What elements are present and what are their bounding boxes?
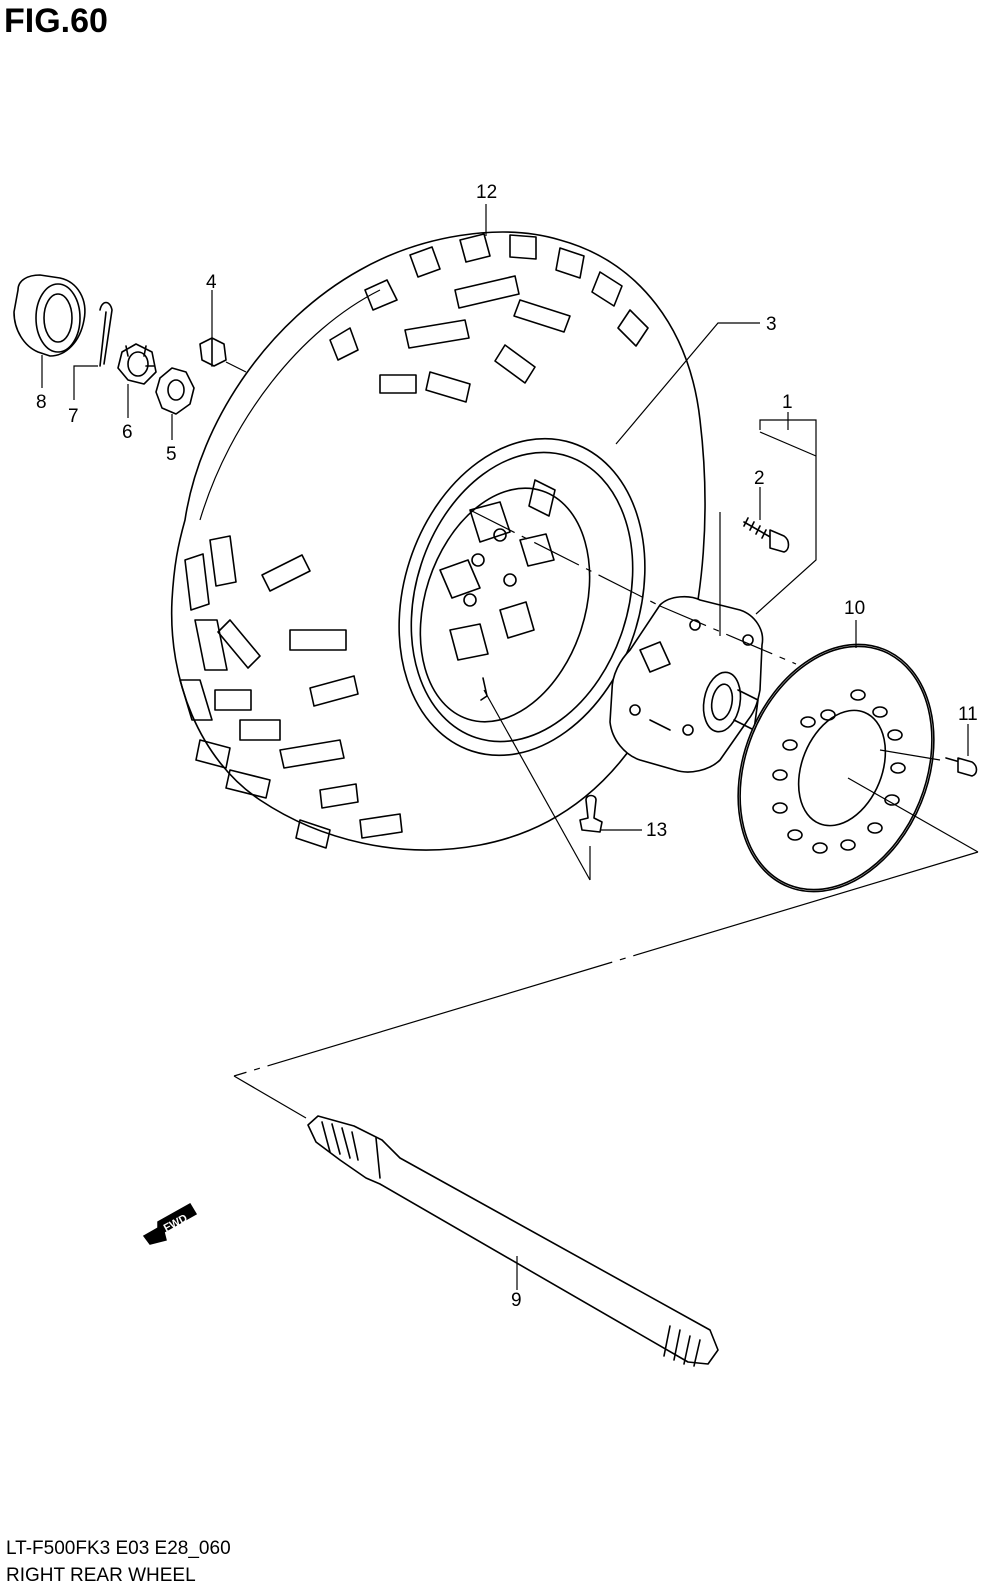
wheel-hub[interactable] [609, 595, 764, 773]
wheel-nut[interactable] [199, 337, 227, 367]
callout-11: 11 [958, 704, 978, 725]
callout-5: 5 [166, 444, 177, 465]
wheel-rim[interactable] [360, 406, 685, 787]
section-name: RIGHT REAR WHEEL [6, 1565, 196, 1586]
axle-shaft[interactable] [307, 1115, 719, 1367]
callout-9: 9 [511, 1290, 522, 1311]
fwd-label: FWD [162, 1212, 190, 1234]
hub-bolt[interactable] [743, 517, 790, 553]
model-code: LT-F500FK3 E03 E28_060 [6, 1538, 231, 1559]
callout-12: 12 [476, 182, 497, 203]
disc-bolt[interactable] [945, 757, 978, 777]
washer[interactable] [155, 367, 195, 415]
callout-8: 8 [36, 392, 47, 413]
forward-arrow-icon: FWD [142, 1202, 198, 1245]
cotter-pin[interactable] [99, 301, 113, 367]
callout-10: 10 [844, 598, 865, 619]
callout-4: 4 [206, 272, 217, 293]
figure-title: FIG.60 [4, 2, 108, 40]
dust-cap[interactable] [13, 274, 86, 357]
callout-7: 7 [68, 406, 79, 427]
callout-2: 2 [754, 468, 765, 489]
castle-nut[interactable] [117, 343, 157, 385]
tire-valve[interactable] [579, 794, 603, 833]
callout-6: 6 [122, 422, 133, 443]
brake-disc[interactable] [703, 615, 970, 921]
disc-holes [772, 689, 906, 854]
callout-3: 3 [766, 314, 777, 335]
callout-1: 1 [782, 392, 793, 413]
leader-lines [41, 204, 979, 1290]
callout-13: 13 [646, 820, 667, 841]
callout-labels: 12 3 4 8 7 6 5 1 2 10 11 13 9 [36, 182, 978, 1311]
